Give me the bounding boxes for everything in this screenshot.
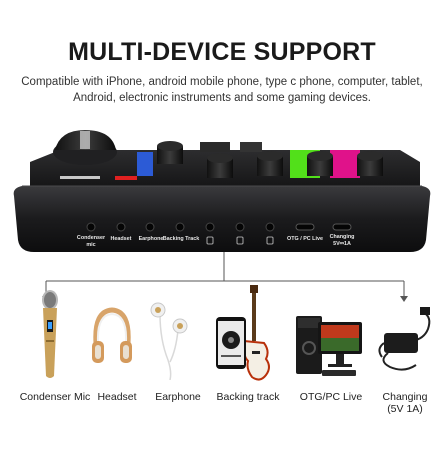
page-title: MULTI-DEVICE SUPPORT (68, 38, 376, 66)
phone-guitar-icon (216, 285, 270, 381)
pc-icon (296, 316, 362, 376)
headphones-icon (92, 307, 132, 363)
item-label-earphone: Earphone (155, 391, 201, 403)
item-label-condenser-mic: Condenser Mic (19, 391, 91, 403)
power-adapter-icon (378, 307, 431, 371)
port-label-backing-track: Backing Track (162, 236, 200, 242)
sound-card-device (13, 130, 431, 252)
port-label-condenser-mic: Condenser mic (76, 235, 106, 248)
control-knobs (157, 141, 383, 178)
item-label-otg-pc-live: OTG/PC Live (299, 391, 363, 403)
port-label-headset: Headset (110, 236, 132, 242)
item-label-backing-track: Backing track (216, 391, 280, 403)
ports (86, 222, 352, 245)
microphone-icon (42, 290, 58, 378)
magenta-led-bar (330, 150, 360, 178)
earphones-icon (150, 302, 188, 380)
item-label-charging: Changing (5V 1A) (382, 391, 428, 415)
port-label-otg-pc-live: OTG / PC Live (287, 236, 323, 242)
port-label-earphone: Earphone (138, 236, 164, 242)
item-label-headset: Headset (97, 391, 137, 403)
page-subtitle: Compatible with iPhone, android mobile p… (21, 76, 423, 104)
port-label-charging: Changing 5V⎓1A (329, 234, 355, 247)
